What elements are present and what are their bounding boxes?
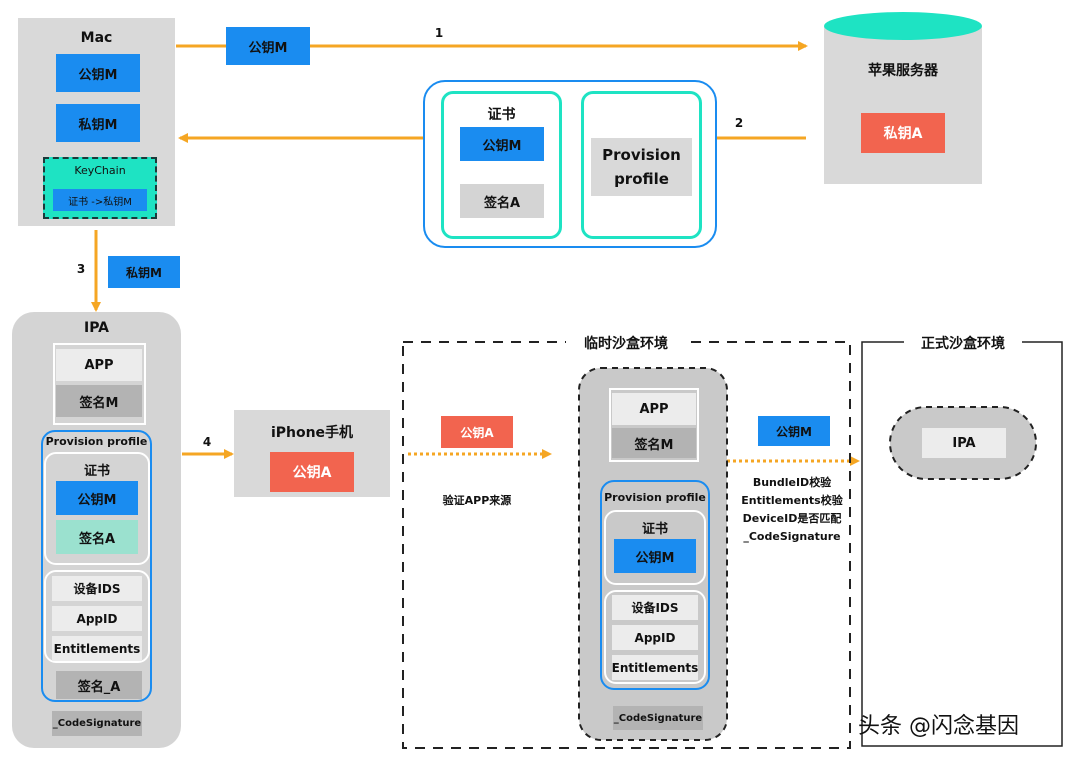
temp-entitlements: Entitlements [612, 655, 698, 680]
ipa-cert-sign: 签名A [56, 520, 138, 554]
ipa-sign-a: 签名_A [56, 671, 142, 699]
arrow-4-number: 4 [202, 435, 212, 449]
temp-app: APP [612, 393, 696, 425]
ipa-provision-group [41, 430, 152, 702]
ipa-entitlements: Entitlements [52, 636, 142, 661]
ipa-app: APP [56, 349, 142, 381]
temp-cert-group [604, 510, 706, 585]
formal-sandbox-title: 正式沙盒环境 [904, 333, 1022, 353]
provision-label: Provision profile [591, 138, 692, 196]
ipa-title: IPA [83, 320, 110, 336]
apple-server-cylinder [824, 12, 982, 184]
ipa-cert-public: 公钥M [56, 481, 138, 515]
ipa-code-signature: _CodeSignature [52, 711, 142, 736]
verify-caption: 验证APP来源 [442, 494, 512, 507]
ipa-app-id: AppID [52, 606, 142, 631]
temp-app-frame [609, 388, 699, 462]
check-device-id: DeviceID是否匹配 [742, 512, 842, 525]
certificate-title: 证书 [487, 107, 516, 123]
temp-provision-title: Provision profile [604, 491, 706, 504]
ipa-ids-group [44, 570, 150, 663]
iphone-public-key: 公钥A [270, 452, 354, 492]
checks-badge: 公钥M [758, 416, 830, 446]
mac-public-key: 公钥M [56, 54, 140, 92]
mac-private-key: 私钥M [56, 104, 140, 142]
certificate-sign-a: 签名A [460, 184, 544, 218]
arrow-3-number: 3 [76, 262, 86, 276]
apple-server-private-key: 私钥A [861, 113, 945, 153]
keychain-item: 证书 ->私钥M [53, 189, 147, 211]
certificate-public-key: 公钥M [460, 127, 544, 161]
ipa-provision-title: Provision profile [45, 435, 148, 448]
keychain-title: KeyChain [74, 164, 126, 177]
watermark: 头条 @闪念基因 [858, 714, 1019, 739]
iphone-title: iPhone手机 [270, 425, 354, 441]
ipa-cert-group [44, 452, 150, 565]
check-bundle-id: BundleID校验 [752, 476, 832, 489]
mac-title: Mac [80, 30, 113, 46]
formal-ipa: IPA [922, 428, 1006, 458]
temp-cert-title: 证书 [641, 522, 668, 537]
arrow-1-number: 1 [434, 26, 444, 40]
arrow-2-number: 2 [734, 116, 744, 130]
temp-device-ids: 设备IDS [612, 595, 698, 620]
temp-sign-m: 签名M [612, 428, 696, 458]
ipa-sign-m: 签名M [56, 385, 142, 417]
apple-server-title: 苹果服务器 [868, 63, 938, 79]
check-code-signature: _CodeSignature [743, 530, 841, 543]
verify-badge: 公钥A [441, 416, 513, 448]
ipa-app-frame [53, 343, 146, 425]
temp-provision-group [600, 480, 710, 690]
temp-ids-group [604, 590, 706, 684]
check-entitlements: Entitlements校验 [741, 494, 843, 507]
arrow-3-label: 私钥M [108, 256, 180, 288]
temp-app-id: AppID [612, 625, 698, 650]
arrow-1-label: 公钥M [226, 27, 310, 65]
temp-sandbox-title: 临时沙盒环境 [566, 333, 686, 353]
temp-code-signature: _CodeSignature [613, 706, 703, 730]
temp-cert-public: 公钥M [614, 539, 696, 573]
ipa-device-ids: 设备IDS [52, 576, 142, 601]
ipa-cert-title: 证书 [83, 464, 110, 479]
formal-sandbox-border [861, 341, 1063, 747]
